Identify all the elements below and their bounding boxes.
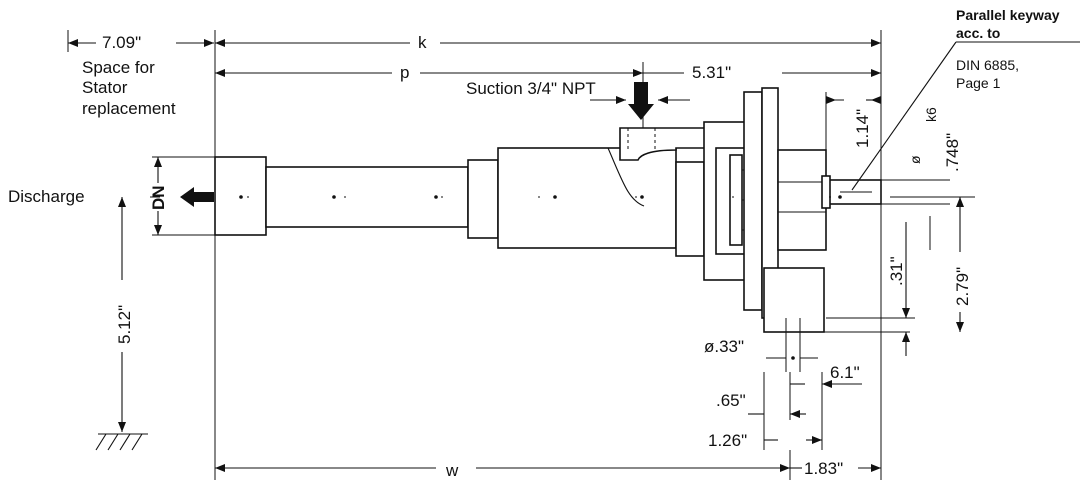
drive-housing bbox=[777, 149, 827, 251]
foot-dim-label-3: 1.26" bbox=[708, 431, 747, 450]
ground-icon bbox=[95, 433, 148, 451]
stator-space-dimension: 7.09" bbox=[102, 33, 141, 52]
shaft-end-label: 1.83" bbox=[804, 459, 843, 478]
gear-plate bbox=[729, 154, 743, 246]
length-p-label: p bbox=[400, 63, 409, 82]
center-marks bbox=[239, 195, 842, 199]
lantern bbox=[675, 161, 705, 257]
overall-length-label: k bbox=[418, 33, 427, 52]
shaft-collar bbox=[821, 175, 831, 209]
dim-shaft-offset: 1.14" bbox=[825, 92, 881, 150]
dim-base-length: w 1.83" bbox=[215, 450, 881, 480]
shaft-offset-label: 1.14" bbox=[853, 109, 872, 148]
pump-body bbox=[214, 87, 882, 333]
shaft-diameter-label: .748" bbox=[943, 133, 962, 172]
din-label-2: Page 1 bbox=[956, 75, 1001, 91]
discharge-size-label: DN bbox=[149, 185, 168, 210]
hole-diameter-label: ø.33" bbox=[704, 337, 744, 356]
stator-space-text-3: replacement bbox=[82, 99, 176, 118]
foot-height-label-1: .31" bbox=[887, 256, 906, 286]
foot-dim-label-1: 6.1" bbox=[830, 363, 860, 382]
suction-branch bbox=[619, 127, 721, 161]
shaft-diameter-symbol: ø bbox=[907, 155, 923, 164]
suction-arrow-icon bbox=[628, 82, 654, 120]
keyway-label-2: acc. to bbox=[956, 25, 1000, 41]
suction-housing bbox=[497, 147, 677, 249]
stator-ring bbox=[467, 159, 499, 239]
suction-label: Suction 3/4" NPT bbox=[466, 79, 596, 98]
dim-center-height: 5.12" bbox=[95, 197, 148, 451]
dim-stator-space: 7.09" Space for Stator replacement bbox=[67, 30, 214, 118]
flange-plate-1 bbox=[743, 91, 763, 311]
foot-block bbox=[763, 267, 825, 333]
foot-dim-label-2: .65" bbox=[716, 391, 746, 410]
discharge-arrow-icon bbox=[180, 187, 214, 207]
suction-offset-label: 5.31" bbox=[692, 63, 731, 82]
keyway-callout: Parallel keyway acc. to DIN 6885, Page 1 bbox=[851, 7, 1080, 191]
discharge-callout: Discharge DN bbox=[8, 156, 215, 236]
foot-height-label-2: 2.79" bbox=[953, 267, 972, 306]
center-height-label: 5.12" bbox=[115, 305, 134, 344]
keyway-label-1: Parallel keyway bbox=[956, 7, 1060, 23]
stator-space-text-2: Stator bbox=[82, 78, 128, 97]
dim-foot-details: ø.33" 6.1" .65" 1.26" bbox=[704, 318, 862, 450]
dim-k: k bbox=[215, 33, 881, 52]
discharge-label: Discharge bbox=[8, 187, 85, 206]
stator-space-text-1: Space for bbox=[82, 58, 155, 77]
shaft-fit-label: k6 bbox=[923, 107, 939, 122]
suction-callout: Suction 3/4" NPT bbox=[466, 79, 690, 120]
dim-foot-heights: .31" 2.79" bbox=[824, 196, 975, 356]
dim-p: p bbox=[215, 63, 643, 82]
shaft-diameter-callout: k6 ø .748" bbox=[881, 107, 962, 205]
din-label-1: DIN 6885, bbox=[956, 57, 1019, 73]
base-length-label: w bbox=[445, 461, 459, 480]
